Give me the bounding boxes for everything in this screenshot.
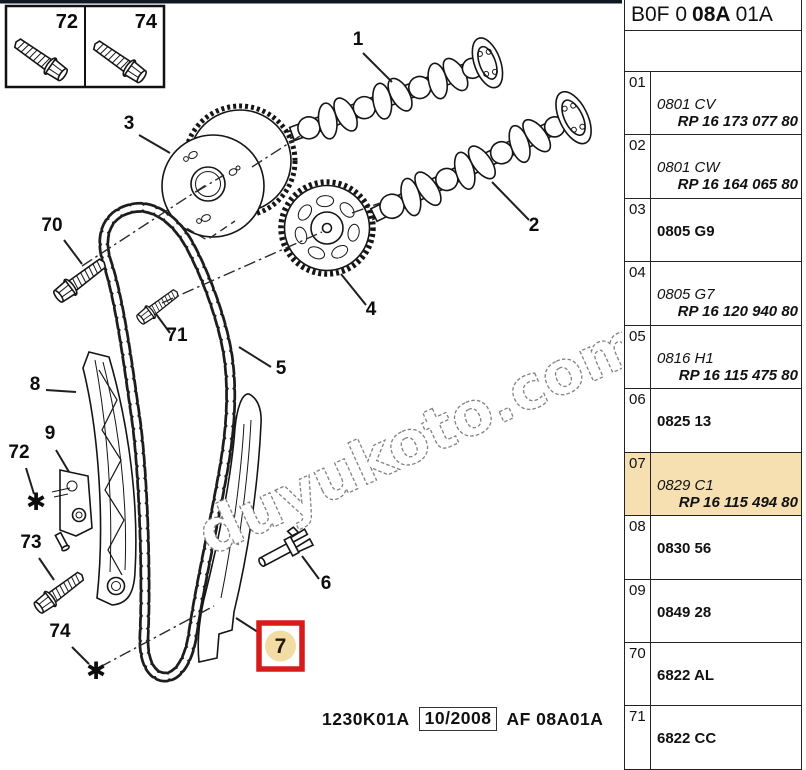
- row-number: 70: [625, 642, 651, 706]
- legend-label-74: 74: [135, 11, 158, 33]
- callout-70: 70: [41, 215, 62, 236]
- legend-label-72: 72: [56, 11, 78, 33]
- row-number: 03: [625, 198, 651, 262]
- part-row-09[interactable]: 09 0849 28: [625, 579, 801, 643]
- sheet-ref: AF 08A01A: [506, 708, 604, 729]
- axis-line-camshaft1: [251, 135, 301, 168]
- callout-71: 71: [166, 325, 188, 346]
- top-edge-bar: [0, 0, 623, 4]
- part-code: 0801 CW: [657, 159, 720, 177]
- callout-1: 1: [353, 29, 364, 50]
- tensioner-rail-8: [82, 351, 137, 606]
- table-header-gap: [625, 31, 801, 72]
- part-code: 6822 CC: [657, 730, 717, 748]
- camshaft-1: [274, 37, 504, 144]
- part-code: 0805 G9: [657, 222, 715, 240]
- part-reference: RP 16 120 940 80: [677, 303, 798, 321]
- row-number: 05: [625, 325, 651, 389]
- chain-guide-7: [197, 393, 262, 663]
- part-row-08[interactable]: 08 0830 56: [625, 516, 801, 580]
- bolt-73: [30, 567, 89, 617]
- part-row-05[interactable]: 05 0816 H1 RP 16 115 475 80: [625, 325, 801, 390]
- highlighted-callout-7[interactable]: 7: [256, 620, 305, 672]
- part-code: 0825 13: [657, 413, 712, 431]
- row-number: 06: [625, 389, 651, 452]
- part-code: 6822 AL: [657, 666, 714, 684]
- exploded-diagram: 72 74: [0, 0, 653, 731]
- drawing-ref: 1230K01A: [322, 708, 410, 729]
- legend-box: 72 74: [4, 4, 166, 89]
- part-row-70[interactable]: 70 6822 AL: [625, 642, 801, 707]
- part-row-04[interactable]: 04 0805 G7 RP 16 120 940 80: [625, 262, 801, 326]
- code-bold: 08A: [692, 3, 731, 26]
- camshaft-2: [355, 90, 592, 228]
- part-code: 0830 56: [657, 540, 712, 558]
- row-number: 07: [625, 452, 651, 516]
- row-number: 04: [625, 262, 651, 325]
- row-number: 08: [625, 516, 651, 579]
- drawing-date: 10/2008: [418, 707, 498, 731]
- callout-6: 6: [321, 573, 332, 594]
- callout-8: 8: [30, 374, 41, 395]
- part-row-03[interactable]: 03 0805 G9: [625, 198, 801, 263]
- part-code: 0829 C1: [657, 476, 714, 494]
- row-number: 71: [625, 706, 651, 769]
- callout-72: 72: [8, 442, 29, 463]
- timing-chain-5: [98, 201, 237, 683]
- part-row-07-selected[interactable]: 07 0829 C1 RP 16 115 494 80: [625, 452, 801, 517]
- axis-line-bolt70: [81, 184, 207, 267]
- part-code: 0849 28: [657, 603, 712, 621]
- footer-caption: 1230K01A 10/2008 AF 08A01A: [322, 707, 603, 731]
- row-number: 02: [625, 135, 651, 198]
- bolt-71: [133, 285, 183, 328]
- callout-4: 4: [366, 299, 377, 320]
- star-marker-74-icon: ✱: [86, 657, 106, 685]
- part-row-01[interactable]: 01 0801 CV RP 16 173 077 80: [625, 72, 801, 136]
- vvt-pulley-3: [161, 103, 298, 241]
- part-code: 0805 G7: [657, 286, 715, 304]
- axis-line-bolt71: [161, 231, 323, 304]
- part-reference: RP 16 115 475 80: [678, 366, 798, 384]
- row-number: 01: [625, 72, 651, 135]
- part-reference: RP 16 115 494 80: [678, 493, 798, 511]
- parts-table: B0F 0 08A 01A 01 0801 CV RP 16 173 077 8…: [624, 0, 802, 770]
- code-prefix: B0F 0: [631, 3, 688, 26]
- diagram-svg: 72 74: [0, 0, 653, 685]
- callout-7: 7: [275, 635, 287, 658]
- part-row-02[interactable]: 02 0801 CW RP 16 164 065 80: [625, 135, 801, 199]
- code-suffix: 01A: [735, 3, 773, 26]
- callout-74: 74: [49, 621, 71, 642]
- chain-sprocket-4: [278, 179, 376, 277]
- part-reference: RP 16 173 077 80: [677, 113, 798, 130]
- pin-6: [258, 526, 315, 568]
- row-number: 09: [625, 579, 651, 642]
- callout-3: 3: [124, 113, 135, 134]
- part-code: 0816 H1: [657, 349, 714, 367]
- tensioner-bracket-9: [51, 469, 93, 552]
- part-row-71[interactable]: 71 6822 CC: [625, 706, 801, 770]
- catalog-code-header: B0F 0 08A 01A: [625, 0, 801, 31]
- callout-73: 73: [20, 532, 41, 553]
- part-code: 0801 CV: [657, 96, 716, 113]
- callout-lines: [25, 52, 530, 665]
- axis-line-camshaft2: [351, 202, 381, 214]
- part-row-06[interactable]: 06 0825 13: [625, 389, 801, 453]
- axis-line-star74: [99, 605, 215, 668]
- callout-5: 5: [276, 358, 287, 379]
- star-marker-72-icon: ✱: [26, 488, 46, 516]
- callout-2: 2: [529, 215, 540, 236]
- part-reference: RP 16 164 065 80: [677, 176, 798, 194]
- callout-9: 9: [45, 423, 56, 444]
